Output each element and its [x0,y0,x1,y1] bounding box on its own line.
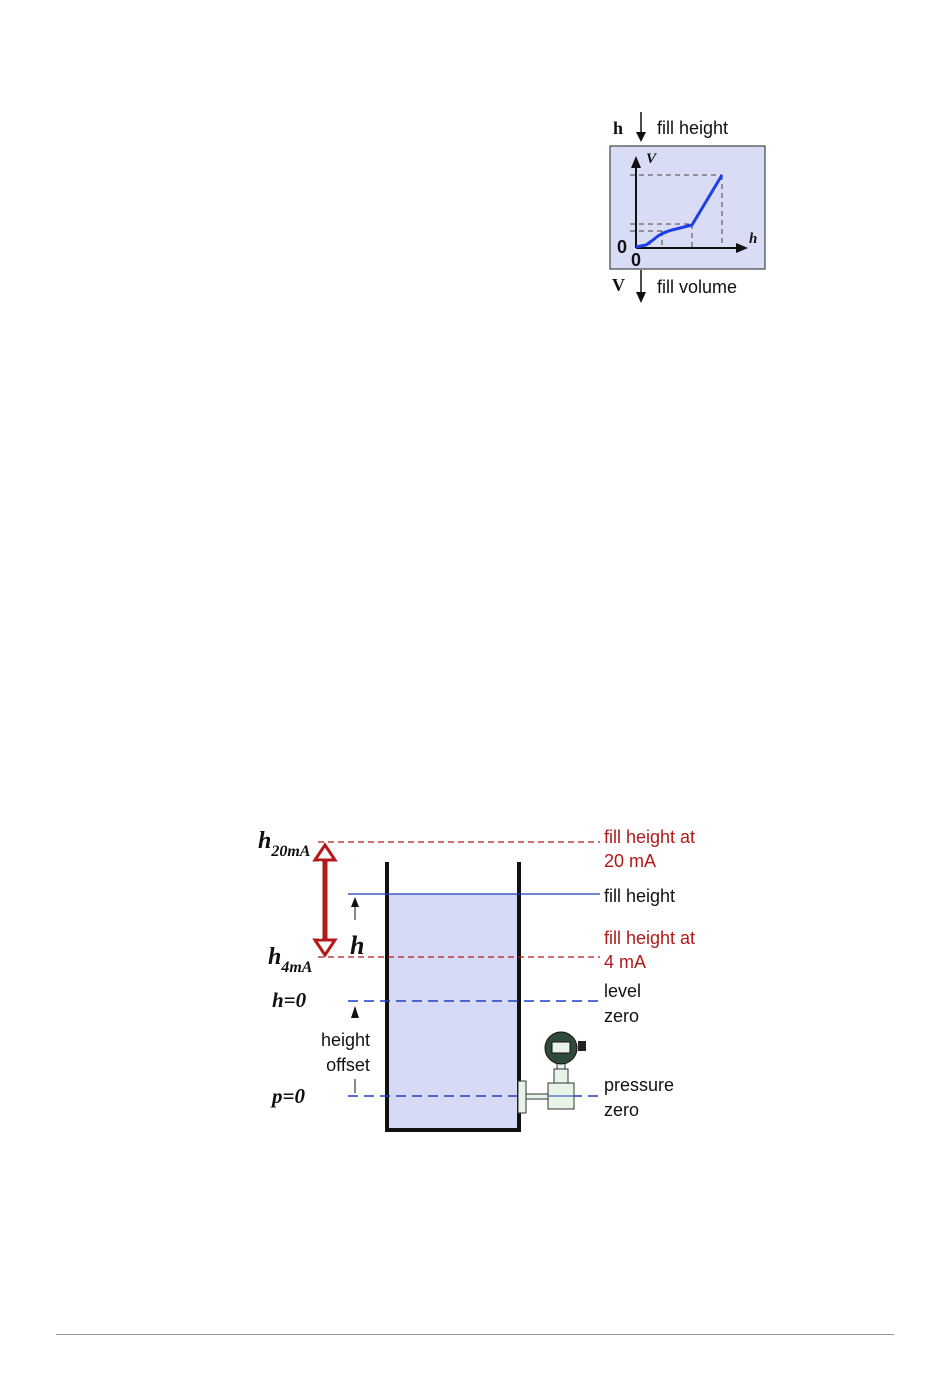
label-h4-main: h [268,944,281,970]
label-fill-height-20: fill height at 20 mA [604,827,700,871]
label-fill-height-4: fill height at 4 mA [604,928,700,972]
label-level-zero: level zero [604,981,646,1026]
range-double-arrow [315,845,335,955]
label-h20-sub: 20mA [270,843,310,860]
label-pressure-zero-1: pressure [604,1075,674,1095]
label-fill-height-20-2: 20 mA [604,851,656,871]
tank-diagram: h20mA h4mA h h=0 p=0 height offset fill … [250,815,730,1140]
label-fill-height-20-1: fill height at [604,827,695,847]
label-h: h [350,931,364,960]
label-fill-height: fill height [604,886,675,906]
offset-arrow-head [351,1006,359,1018]
origin-y-label: 0 [617,237,627,257]
input-arrow-head [636,132,646,142]
output-arrow-head [636,292,646,303]
label-fill-height-4-2: 4 mA [604,952,646,972]
label-h4: h4mA [268,944,313,976]
input-symbol: h [613,118,623,138]
output-label: fill volume [657,277,737,297]
tank-liquid [387,894,519,1129]
label-height-offset-1: height [321,1030,370,1050]
label-h-zero: h=0 [272,988,307,1012]
origin-x-label: 0 [631,250,641,270]
label-h20: h20mA [258,828,311,860]
pressure-transmitter [518,1032,586,1113]
x-axis-symbol: h [749,231,757,247]
h-arrow-head [351,897,359,907]
label-pressure-zero-2: zero [604,1100,639,1120]
label-height-offset-2: offset [326,1055,370,1075]
label-level-zero-2: zero [604,1006,639,1026]
linearization-diagram: h fill height V h 0 0 V fill volume [600,110,770,310]
label-pressure-zero: pressure zero [604,1075,679,1120]
label-fill-height-4-1: fill height at [604,928,695,948]
footer-rule [56,1334,894,1335]
label-height-offset: height offset [321,1030,375,1075]
input-label: fill height [657,118,728,138]
output-symbol: V [612,275,625,295]
label-h4-sub: 4mA [280,959,312,976]
label-level-zero-1: level [604,981,641,1001]
label-p-zero: p=0 [270,1084,305,1108]
label-h20-main: h [258,828,271,854]
